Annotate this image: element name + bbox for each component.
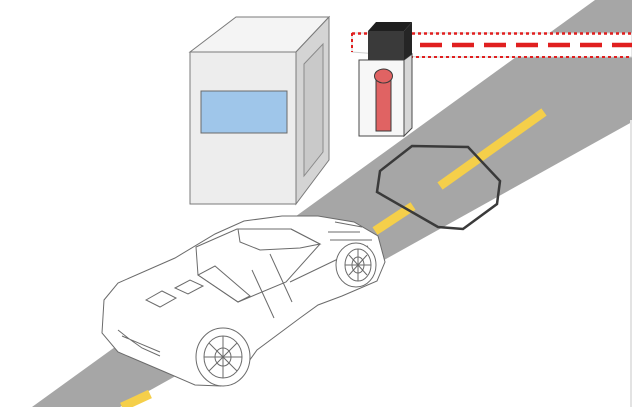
booth-window [200, 90, 288, 134]
gate-head-side [404, 22, 412, 60]
gate-head-top [368, 22, 412, 31]
center-line-dash [120, 389, 152, 407]
car-windshield [237, 228, 322, 251]
car-body-outline [101, 215, 386, 387]
gate-post [375, 76, 392, 132]
car-hood-lines [328, 221, 372, 241]
gate-post-cap [374, 68, 393, 84]
car-door-line [251, 253, 293, 319]
car-rear-wheel [195, 327, 251, 387]
induction-loop-detector [375, 144, 502, 231]
car-rear-grille [117, 329, 161, 357]
center-line-dash [437, 108, 547, 190]
toll-booth [188, 15, 331, 206]
booth-side-door [303, 42, 324, 178]
car-rear-window [197, 265, 251, 303]
barrier-gate [351, 22, 632, 138]
gate-body-side [403, 53, 413, 138]
sports-car [101, 215, 386, 387]
car-engine-vent [144, 279, 205, 308]
car-front-wheel [335, 242, 377, 288]
gate-head [368, 31, 404, 60]
right-edge-divider [630, 120, 632, 407]
